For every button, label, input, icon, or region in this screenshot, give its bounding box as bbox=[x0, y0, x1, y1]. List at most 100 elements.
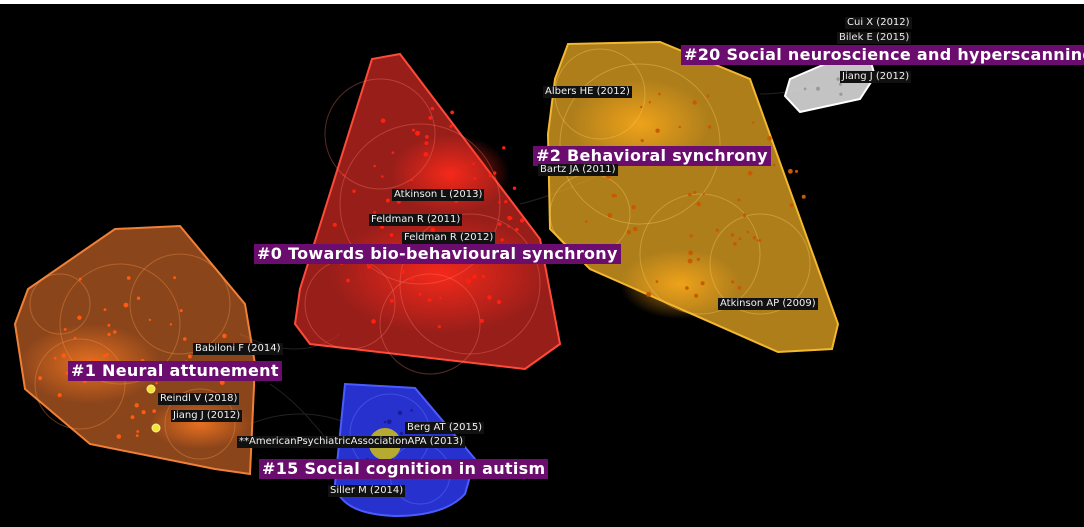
citation-node bbox=[371, 319, 376, 324]
citation-node bbox=[450, 110, 455, 115]
citation-node bbox=[410, 277, 415, 281]
citation-node bbox=[424, 141, 429, 146]
citation-node bbox=[472, 274, 477, 279]
node-jiang-j[interactable] bbox=[151, 423, 161, 433]
citation-node bbox=[427, 298, 432, 302]
citation-node bbox=[658, 92, 661, 96]
citation-node bbox=[488, 173, 493, 178]
citation-node bbox=[730, 233, 735, 237]
citation-node bbox=[412, 128, 415, 132]
citation-node bbox=[183, 337, 187, 341]
citation-node bbox=[479, 318, 484, 323]
citation-node bbox=[169, 323, 173, 326]
citation-node bbox=[113, 330, 117, 334]
citation-node bbox=[473, 177, 477, 180]
citation-node bbox=[696, 201, 701, 207]
citation-node bbox=[53, 356, 57, 360]
citation-node bbox=[788, 168, 793, 174]
citation-node bbox=[187, 354, 192, 359]
citation-node bbox=[737, 198, 741, 202]
citation-node bbox=[640, 139, 644, 143]
citation-node bbox=[702, 192, 705, 196]
citation-node bbox=[397, 410, 403, 416]
citation-node bbox=[400, 269, 406, 274]
citation-node bbox=[737, 285, 742, 290]
citation-node bbox=[715, 228, 719, 232]
citation-node bbox=[678, 125, 681, 129]
citation-node bbox=[688, 192, 692, 197]
cluster-1-label: #1 Neural attunement bbox=[68, 361, 282, 381]
citation-node bbox=[342, 173, 345, 177]
citation-node bbox=[391, 151, 395, 154]
reference-label: Siller M (2014) bbox=[328, 485, 406, 497]
citation-node bbox=[504, 200, 508, 204]
citation-node bbox=[126, 276, 131, 280]
citation-node bbox=[646, 291, 652, 297]
citation-node bbox=[135, 434, 139, 437]
citation-node bbox=[607, 213, 613, 218]
citation-node bbox=[801, 194, 806, 199]
citation-node bbox=[430, 227, 436, 232]
highlight-nodes bbox=[146, 384, 161, 433]
citation-node bbox=[423, 152, 429, 157]
reference-label: Atkinson L (2013) bbox=[392, 189, 485, 201]
citation-node bbox=[466, 278, 472, 284]
citation-node bbox=[78, 277, 82, 281]
citation-node bbox=[418, 292, 422, 296]
citation-node bbox=[65, 371, 69, 375]
citation-node bbox=[758, 239, 762, 243]
cluster-2-label: #2 Behavioral synchrony bbox=[533, 146, 771, 166]
citation-node bbox=[332, 222, 337, 227]
reference-label: Feldman R (2011) bbox=[369, 214, 463, 226]
reference-label: Reindl V (2018) bbox=[158, 393, 240, 405]
citation-node bbox=[107, 332, 111, 337]
citation-node bbox=[179, 309, 183, 313]
citation-node bbox=[747, 171, 753, 176]
network-graph bbox=[13, 40, 877, 518]
citation-node bbox=[61, 353, 67, 359]
citation-node bbox=[631, 205, 636, 210]
citation-node bbox=[77, 315, 82, 320]
citation-node bbox=[692, 100, 697, 105]
citation-node bbox=[63, 328, 67, 331]
citation-node bbox=[655, 280, 659, 283]
citation-node bbox=[387, 419, 392, 425]
citation-node bbox=[346, 278, 350, 283]
citation-node bbox=[772, 163, 776, 167]
reference-label: Berg AT (2015) bbox=[405, 422, 485, 434]
citation-node bbox=[448, 178, 452, 182]
citation-node bbox=[509, 216, 513, 220]
citation-node bbox=[148, 318, 152, 322]
cluster-2-hull bbox=[546, 40, 840, 354]
citation-node bbox=[107, 323, 111, 327]
reference-label: Bilek E (2015) bbox=[837, 32, 912, 44]
citation-node bbox=[789, 203, 794, 207]
citation-node bbox=[449, 124, 453, 128]
citation-node bbox=[611, 193, 616, 198]
citation-node bbox=[733, 242, 737, 246]
citation-node bbox=[655, 128, 660, 133]
citation-node bbox=[437, 325, 441, 329]
citation-node bbox=[38, 376, 43, 381]
citation-node bbox=[439, 296, 442, 300]
node-reindl-v[interactable] bbox=[146, 384, 156, 394]
reference-label: Cui X (2012) bbox=[845, 17, 912, 29]
citation-node bbox=[696, 257, 701, 261]
citation-node bbox=[493, 171, 497, 175]
citation-node bbox=[767, 136, 772, 141]
citation-node bbox=[103, 308, 107, 311]
citation-node bbox=[498, 222, 502, 226]
citation-node bbox=[838, 82, 842, 86]
citation-node bbox=[430, 106, 435, 111]
citation-node bbox=[385, 198, 390, 203]
citation-node bbox=[373, 211, 376, 214]
citation-node bbox=[836, 77, 840, 81]
citation-node bbox=[640, 105, 643, 109]
cluster-0-label: #0 Towards bio-behavioural synchrony bbox=[254, 244, 621, 264]
citation-node bbox=[410, 178, 414, 182]
citation-node bbox=[219, 380, 225, 385]
citation-node bbox=[585, 220, 588, 223]
citation-node bbox=[399, 431, 404, 436]
citation-node bbox=[752, 121, 755, 124]
